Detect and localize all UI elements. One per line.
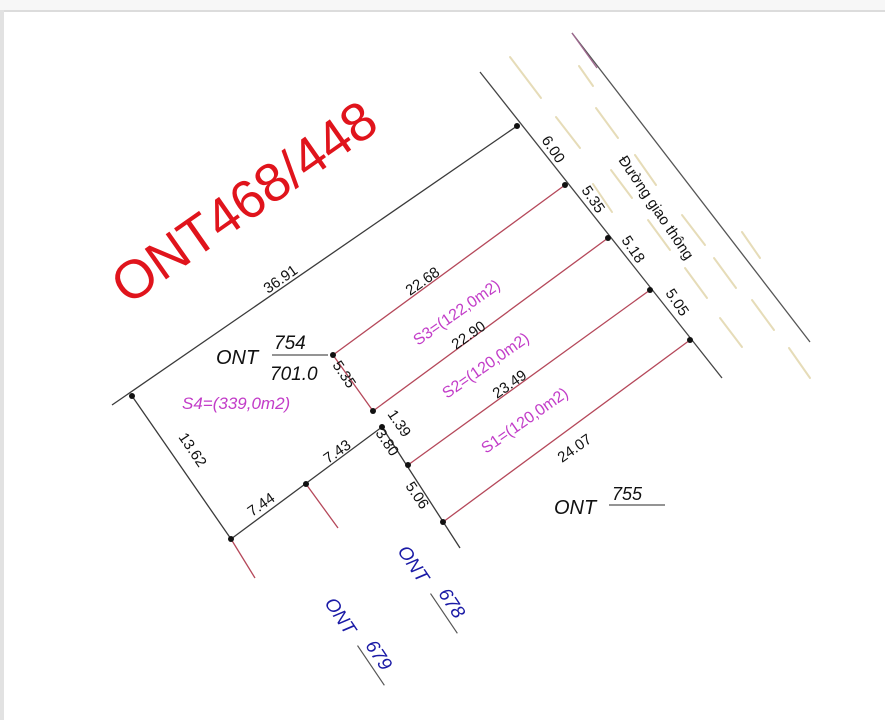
main-parcel-number: 754 bbox=[274, 333, 306, 354]
neighbor-679-number: 679 bbox=[361, 637, 396, 675]
dim-div-3: 23.49 bbox=[490, 367, 531, 402]
road-centerline-dashes bbox=[509, 56, 811, 379]
neighbor-678-number: 678 bbox=[434, 585, 469, 623]
dim-road-1: 6.00 bbox=[538, 133, 568, 167]
neighbor-755-label: ONT 755 bbox=[554, 484, 665, 519]
main-parcel-label: ONT 754 701.0 bbox=[216, 333, 328, 385]
main-parcel-area: 701.0 bbox=[270, 364, 318, 385]
top-border bbox=[0, 0, 885, 12]
dim-road-3: 5.18 bbox=[618, 233, 648, 267]
map-title: ONT468/448 bbox=[100, 89, 388, 315]
parcel-s4-area: S4=(339,0m2) bbox=[182, 394, 290, 413]
dim-top: 36.91 bbox=[261, 262, 302, 297]
dim-bottom-mid: 7.43 bbox=[321, 437, 355, 468]
left-border bbox=[0, 10, 4, 720]
parcel-s1-area: S1=(120,0m2) bbox=[479, 385, 572, 457]
neighbor-679-type: ONT bbox=[320, 594, 361, 640]
dim-div-1: 22.68 bbox=[403, 264, 444, 299]
vertex-points bbox=[129, 123, 693, 542]
main-parcel-type: ONT bbox=[216, 347, 260, 369]
neighbor-679-label: ONT 679 bbox=[320, 594, 396, 686]
dim-road-2: 5.35 bbox=[578, 183, 608, 217]
neighbor-678-type: ONT bbox=[393, 542, 434, 588]
neighbor-755-type: ONT bbox=[554, 497, 598, 519]
dim-inner-1: 5.35 bbox=[329, 358, 359, 392]
road-outer-edge bbox=[571, 32, 811, 343]
neighbor-678-label: ONT 678 bbox=[393, 542, 469, 634]
dim-road-4: 5.05 bbox=[662, 286, 692, 320]
road-inner-edge bbox=[479, 71, 723, 379]
division-lines bbox=[230, 184, 691, 579]
neighbor-755-number: 755 bbox=[612, 484, 643, 504]
dim-inner-4: 5.06 bbox=[402, 479, 432, 513]
